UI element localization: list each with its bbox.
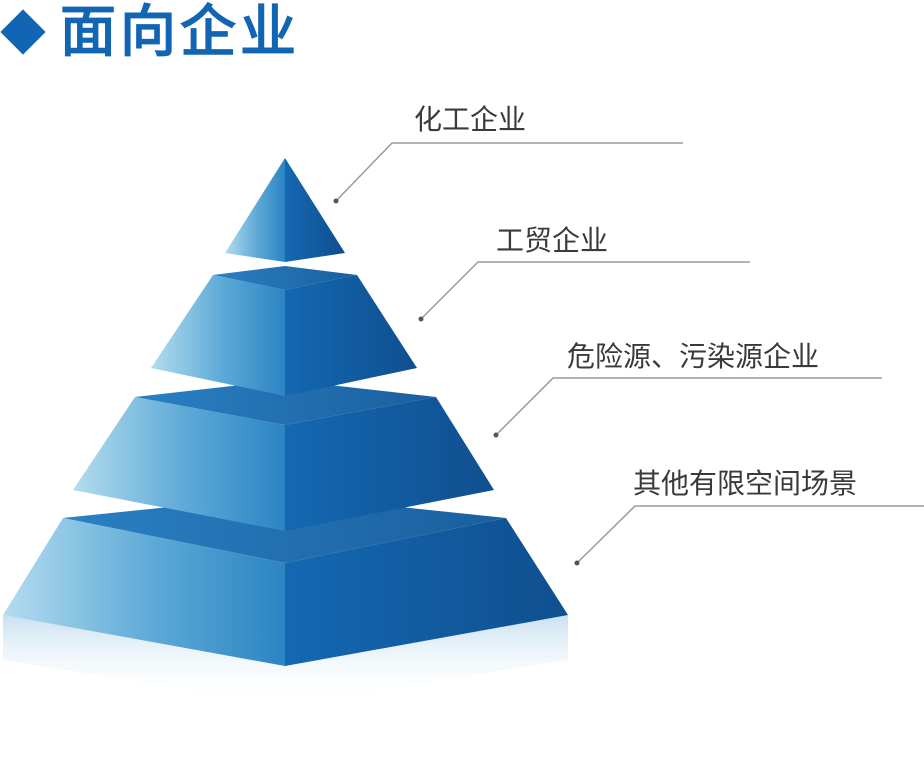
leader-line-4 bbox=[574, 505, 924, 566]
pyramid-level-4 bbox=[3, 495, 568, 666]
page-header: 面向企业 bbox=[0, 0, 400, 70]
page-title: 面向企业 bbox=[60, 0, 300, 65]
pyramid-level-1 bbox=[225, 158, 345, 262]
leader-line-2 bbox=[418, 261, 750, 322]
pyramid-reflection bbox=[3, 615, 568, 705]
level-1-label: 化工企业 bbox=[414, 103, 527, 136]
pyramid-level-3 bbox=[73, 380, 494, 531]
leader-line-3 bbox=[493, 377, 882, 438]
pyramid-level-2 bbox=[151, 266, 417, 396]
level-2-label: 工贸企业 bbox=[496, 224, 609, 257]
level-4-label: 其他有限空间场景 bbox=[633, 467, 858, 500]
level-3-label: 危险源、污染源企业 bbox=[567, 340, 820, 373]
leader-line-1 bbox=[333, 142, 683, 204]
